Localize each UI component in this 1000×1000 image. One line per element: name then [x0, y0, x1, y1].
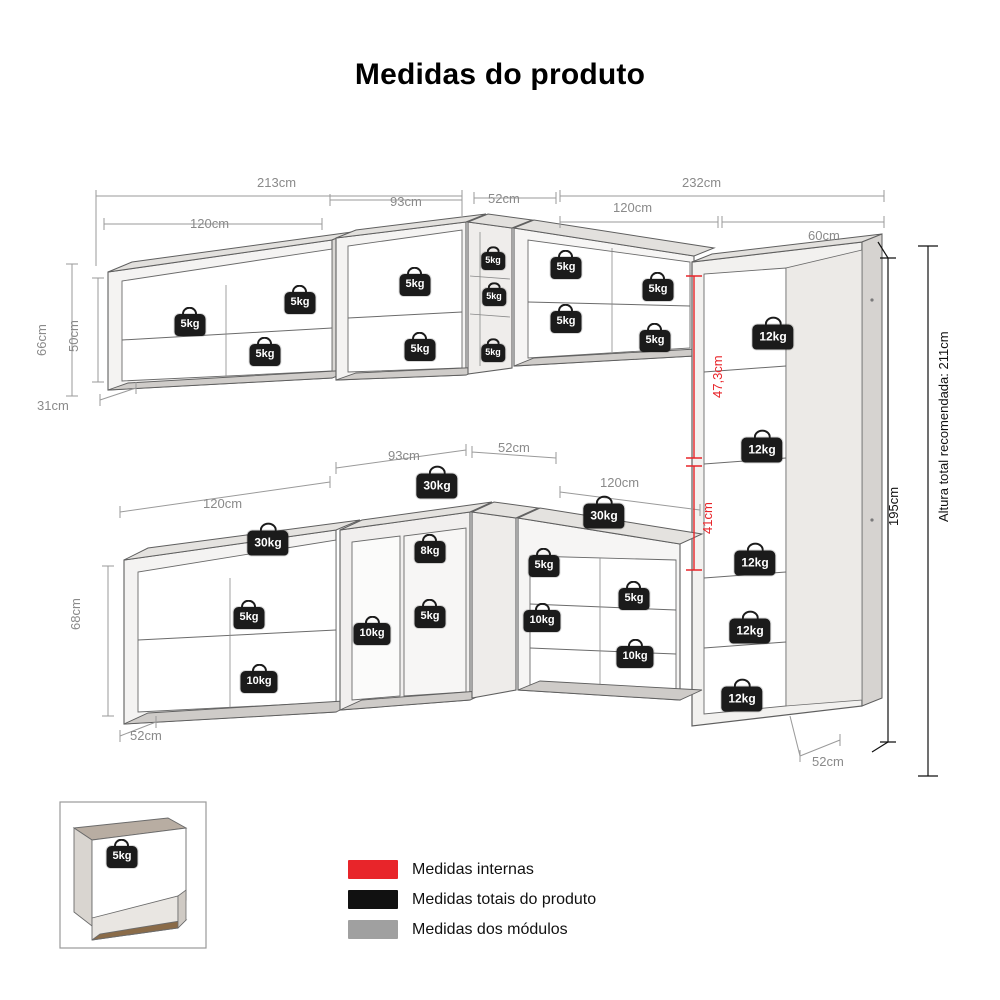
label-473cm: 47,3cm — [710, 355, 725, 398]
dimension-internal-red — [686, 275, 702, 571]
legend-label-total: Medidas totais do produto — [412, 890, 597, 908]
label-213cm: 213cm — [257, 175, 296, 190]
label-120cm-bottom-right: 120cm — [600, 475, 639, 490]
dimension-lines-upper — [66, 190, 885, 406]
label-52cm-top: 52cm — [488, 191, 520, 206]
legend-item-modules: Medidas dos módulos — [348, 920, 596, 939]
label-31cm: 31cm — [37, 398, 69, 413]
upper-cabinets-group — [107, 213, 716, 391]
legend-label-internal: Medidas internas — [412, 860, 534, 878]
drawer-detail — [59, 801, 207, 949]
dimension-recommended-height — [918, 245, 938, 777]
legend-swatch-modules — [348, 920, 398, 939]
legend: Medidas internas Medidas totais do produ… — [348, 860, 596, 950]
label-195cm: 195cm — [886, 487, 901, 526]
tall-tower-group — [691, 233, 883, 727]
label-66cm: 66cm — [34, 324, 49, 356]
label-50cm: 50cm — [66, 320, 81, 352]
label-120cm-top-right: 120cm — [613, 200, 652, 215]
label-211cm: Altura total recomendada: 211cm — [936, 331, 951, 522]
legend-swatch-internal — [348, 860, 398, 879]
label-52cm-corner-bottom: 52cm — [498, 440, 530, 455]
label-93cm-bottom: 93cm — [388, 448, 420, 463]
label-120cm-top-left: 120cm — [190, 216, 229, 231]
legend-item-internal: Medidas internas — [348, 860, 596, 879]
lower-cabinets-group — [123, 501, 704, 725]
label-52cm-depth-right: 52cm — [812, 754, 844, 769]
label-120cm-bottom-left: 120cm — [203, 496, 242, 511]
page-title: Medidas do produto — [354, 58, 646, 91]
legend-swatch-total — [348, 890, 398, 909]
label-93cm-top: 93cm — [390, 194, 422, 209]
label-232cm: 232cm — [682, 175, 721, 190]
legend-label-modules: Medidas dos módulos — [412, 920, 568, 938]
label-60cm: 60cm — [808, 228, 840, 243]
label-68cm: 68cm — [68, 598, 83, 630]
label-52cm-depth-left: 52cm — [130, 728, 162, 743]
dimension-lines-lower — [102, 444, 841, 762]
legend-item-total: Medidas totais do produto — [348, 890, 596, 909]
dimension-total-height — [871, 241, 896, 753]
label-41cm: 41cm — [700, 502, 715, 534]
